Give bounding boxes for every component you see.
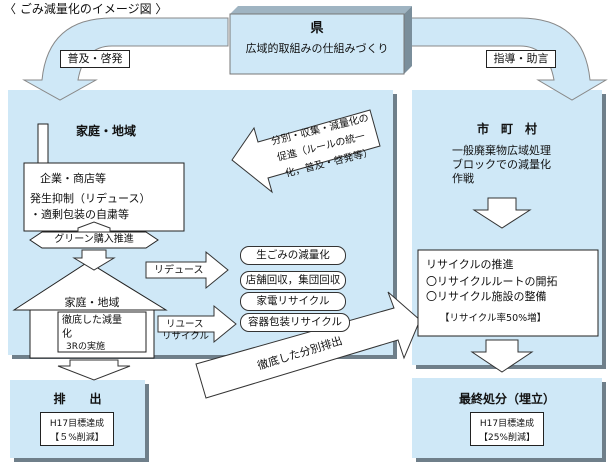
measure-food-waste: 生ごみの減量化 [240,246,346,265]
green-purchase-shape [29,231,159,249]
prefecture-block-side [404,6,412,74]
house-text-1: 徹底した減量 [62,315,122,326]
measure-store-collection: 店舗回収，集団回収 [240,271,346,290]
thorough-separation-arrow [195,291,421,399]
city-line-3: 作戦 [452,172,474,185]
emission-label: 排 出 [53,392,102,406]
final-goal-box: H17目標達成 【25%削減】 [470,412,544,446]
reduce-arrow [145,250,229,290]
company-reduce: 発生抑制（リデュース） [30,192,151,205]
prefecture-desc: 広域的取組みの仕組みづくり [245,42,389,55]
arrow-house-down [57,359,131,381]
reuse-arrow [157,304,237,344]
reuse-label-1: リユース [166,319,204,330]
household-label: 家庭・地域 [76,124,137,138]
prefecture-block-face [229,13,405,75]
reduce-label: リデュース [154,265,204,276]
house-label: 家庭・地域 [64,296,120,309]
emission-goal-2: 【５%削減】 [50,433,104,443]
recycle-target: 【リサイクル率50%増】 [440,313,547,324]
recycle-title: リサイクルの推進 [426,258,514,271]
dissemination-label: 普及・啓発 [60,50,130,68]
house-inner-box [57,311,147,353]
final-goal-1: H17目標達成 [479,419,535,429]
right-curved-arrow [407,17,608,101]
arrow-green-down [72,249,116,271]
green-purchase: グリーン購入推進 [54,234,134,245]
company-box [23,162,185,232]
emission-goal-box: H17目標達成 【５%削減】 [40,412,114,446]
house-3r: 3Rの実施 [66,342,105,352]
city-name: 市 町 村 [476,122,537,136]
chimney [37,123,49,165]
left-curved-arrow [22,17,229,101]
final-goal-2: 【25%削減】 [478,433,535,443]
separation-arrow [231,109,381,194]
house-text-2: 化 [62,329,72,340]
city-line-1: 一般廃棄物広域処理 [452,144,551,157]
measure-appliance-recycle: 家電リサイクル [240,292,346,311]
recycle-item-1: 〇リサイクルルートの開拓 [426,275,558,288]
arrow-recycle-down [470,339,534,373]
measure-container-recycle: 容器包装リサイクル [240,313,350,332]
reuse-label-2: リサイクル [162,331,210,342]
company-title: 企業・商店等 [40,172,106,185]
arrow-company-up [77,221,111,233]
arrow-city-down [472,197,532,229]
company-packaging: ・適剰包装の自粛等 [30,208,129,221]
prefecture-name: 県 [310,21,324,36]
city-line-2: ブロックでの減量化 [452,158,551,171]
guidance-label: 指導・助言 [486,50,556,68]
final-disposal-label: 最終処分（埋立） [458,392,555,406]
recycle-box [417,249,599,337]
prefecture-block-top [230,6,412,14]
diagram-title: 〈 ごみ減量化のイメージ図 〉 [4,2,168,16]
emission-goal-1: H17目標達成 [49,419,105,429]
recycle-item-2: 〇リサイクル施設の整備 [426,290,547,303]
